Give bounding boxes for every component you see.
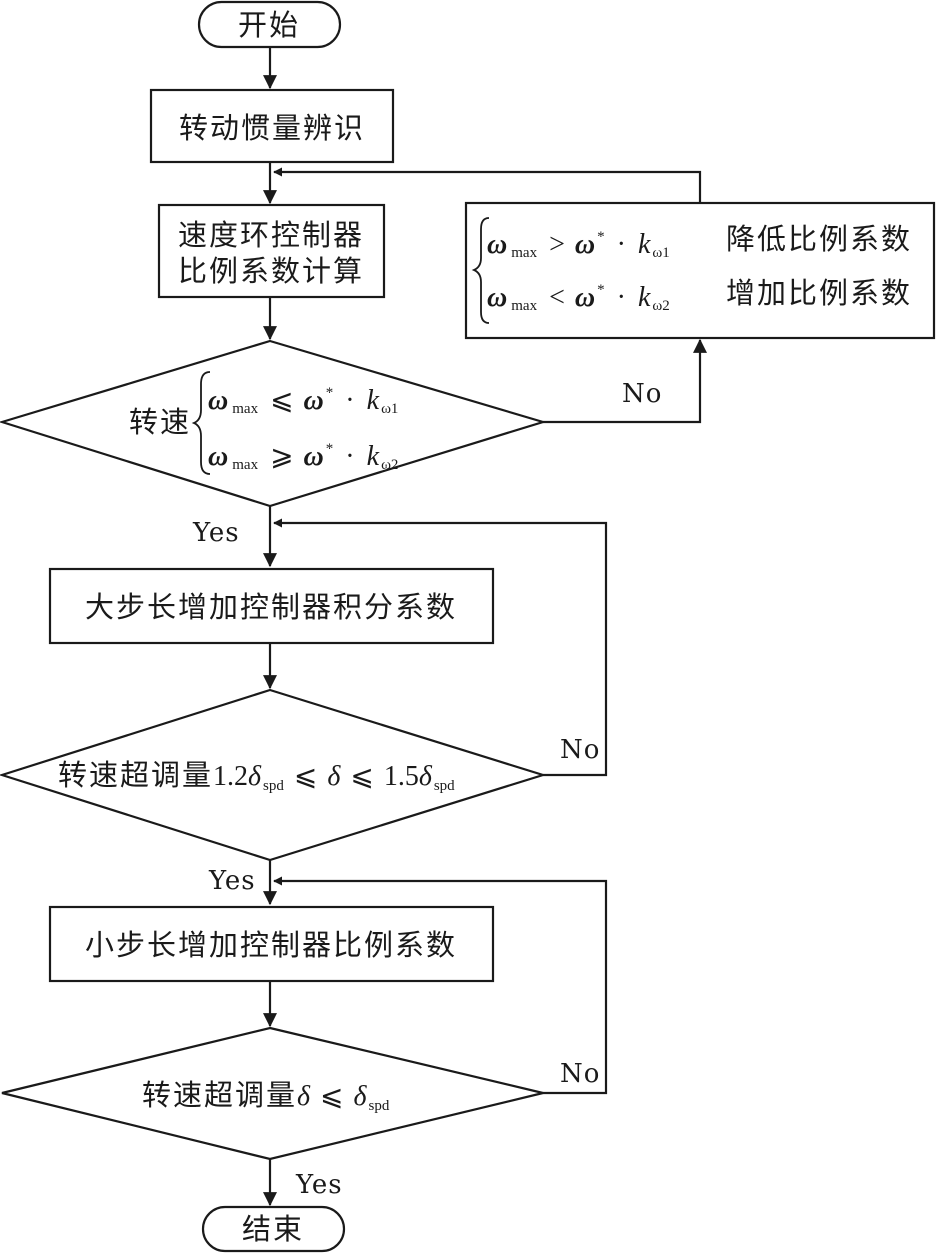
speed-range-brace	[191, 371, 211, 475]
inertia-identification-label: 转动惯量辨识	[179, 111, 365, 145]
speed-no-label: No	[622, 379, 662, 409]
overshoot-range-yes-label: Yes	[208, 866, 256, 896]
inertia-identification-box: 转动惯量辨识	[149, 88, 395, 164]
proportional-calc-box: 速度环控制器 比例系数计算	[157, 203, 386, 299]
coefficient-adjust-shape	[464, 201, 936, 340]
end-terminal-shape	[201, 1205, 346, 1253]
small-step-proportional-label: 小步长增加控制器比例系数	[85, 928, 457, 962]
adjust-action-increase: 增加比例系数	[726, 276, 912, 310]
small-step-proportional-shape	[48, 905, 495, 983]
overshoot-limit-yes-label: Yes	[295, 1170, 343, 1200]
arrow-overshoot-no-to-big-step	[273, 518, 608, 777]
end-terminal: 结束	[201, 1205, 346, 1253]
inertia-identification-shape	[149, 88, 395, 164]
arrow-speed-no-to-adjust	[543, 338, 707, 424]
proportional-calc-label-line2: 比例系数计算	[178, 254, 364, 288]
overshoot-range-no-label: No	[560, 735, 600, 765]
big-step-integral-shape	[48, 567, 495, 645]
arrow-adjust-feedback-to-calc	[273, 167, 702, 203]
big-step-integral-label: 大步长增加控制器积分系数	[85, 590, 457, 624]
speed-yes-label: Yes	[192, 518, 240, 548]
start-label: 开始	[238, 8, 300, 42]
speed-label: 转速	[129, 405, 191, 439]
coefficient-adjust-brace	[471, 217, 490, 324]
overshoot-limit-no-label: No	[560, 1059, 600, 1089]
proportional-calc-shape	[157, 203, 386, 299]
adjust-action-decrease: 降低比例系数	[726, 222, 912, 256]
arrow-final-no-to-small-step	[273, 876, 608, 1095]
start-terminal: 开始	[197, 0, 342, 49]
end-label: 结束	[242, 1212, 304, 1246]
big-step-integral-box: 大步长增加控制器积分系数	[48, 567, 495, 645]
proportional-calc-label-line1: 速度环控制器	[178, 218, 364, 252]
speed-range-decision-shape	[0, 339, 547, 508]
small-step-proportional-box: 小步长增加控制器比例系数	[48, 905, 495, 983]
